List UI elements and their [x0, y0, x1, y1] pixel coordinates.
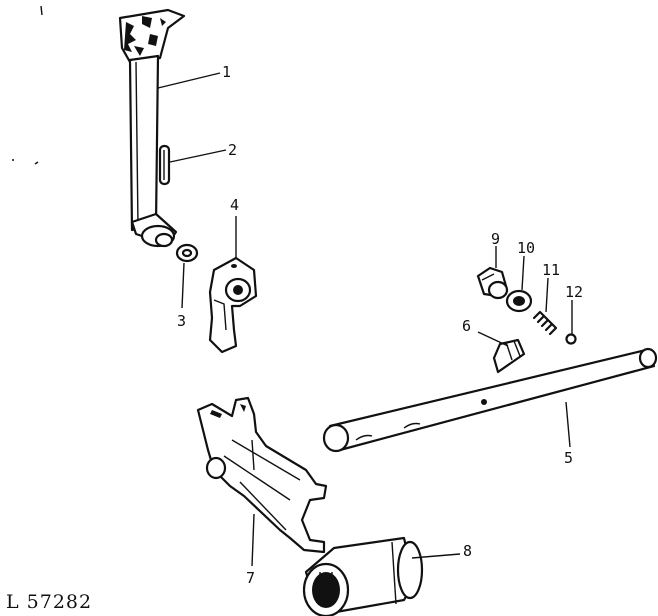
callout-5: 5	[564, 449, 573, 467]
shift-lever-part	[118, 8, 186, 248]
callout-10: 10	[517, 239, 535, 257]
shift-arm-part	[208, 256, 258, 354]
shift-fork-part	[196, 396, 328, 554]
figure-code: L 57282	[6, 591, 92, 613]
washer-part	[175, 243, 199, 263]
detent-ball-part	[565, 333, 577, 345]
detent-plunger-part	[492, 338, 526, 374]
callout-3: 3	[177, 312, 186, 330]
stray-mark	[40, 5, 43, 16]
shift-rod-part	[322, 347, 658, 453]
callout-9: 9	[491, 230, 500, 248]
callout-6: 6	[462, 317, 471, 335]
sealing-washer-part	[505, 289, 533, 313]
leader-lines	[157, 72, 573, 567]
splined-coupler-part	[302, 536, 424, 616]
callout-1: 1	[222, 63, 231, 81]
callout-11: 11	[542, 261, 560, 279]
stray-mark	[12, 159, 39, 165]
callout-4: 4	[230, 196, 239, 214]
plug-part	[476, 266, 509, 300]
callout-7: 7	[246, 569, 255, 587]
callout-8: 8	[463, 542, 472, 560]
spring-pin-part	[158, 144, 171, 186]
callout-12: 12	[565, 283, 583, 301]
spring-part	[532, 310, 558, 336]
callout-2: 2	[228, 141, 237, 159]
